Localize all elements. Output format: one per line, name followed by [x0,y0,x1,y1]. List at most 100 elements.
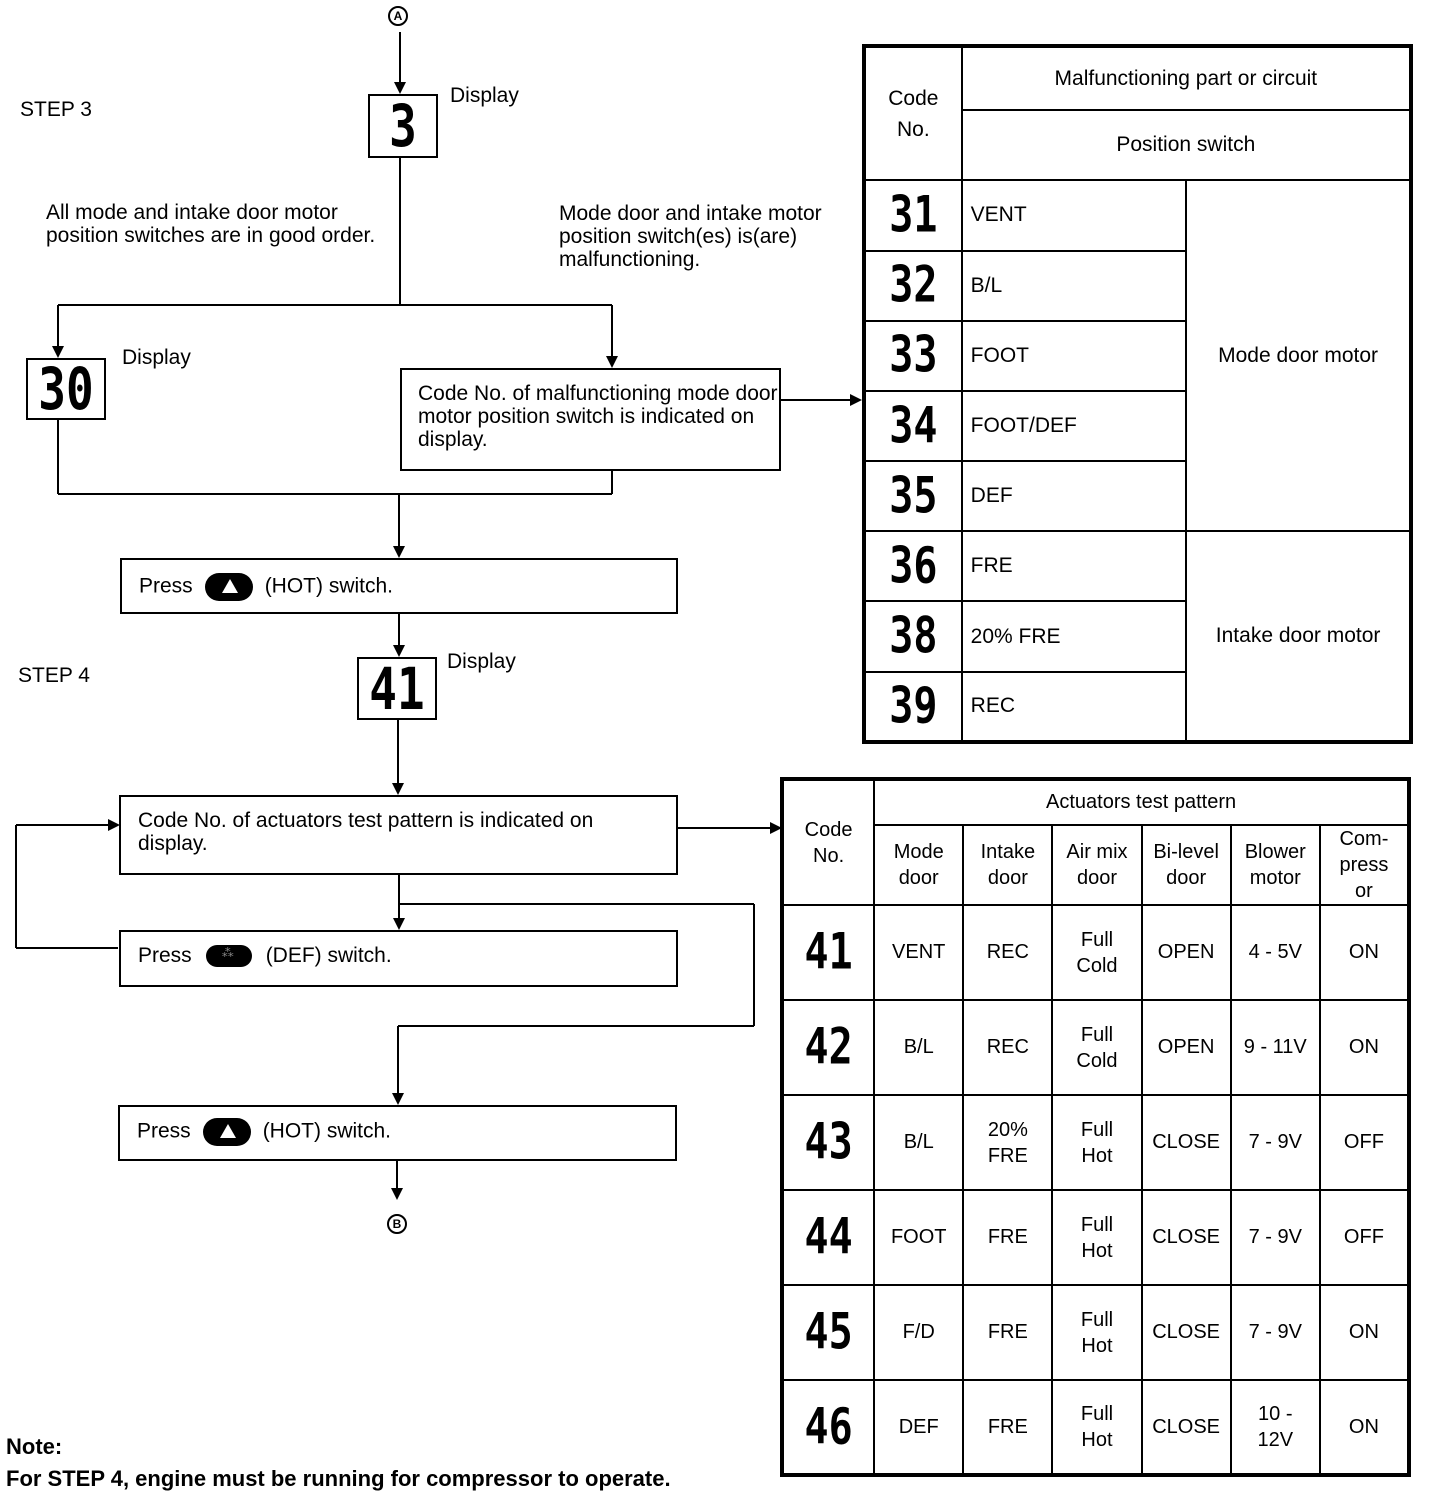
t2-cell: OPEN [1140,904,1232,1001]
t1-row-code: 36 [863,530,963,603]
malfunction-text: Mode door and intake motor position swit… [559,202,822,271]
display-3-label: Display [450,84,519,107]
press-def-prefix: Press [138,944,192,967]
t2-cell: CLOSE [1140,1284,1232,1381]
press-hot-2-prefix: Press [137,1119,191,1143]
t2-cell: CLOSE [1140,1094,1232,1191]
press-hot-1-suffix: (HOT) switch. [264,574,394,598]
t2-row-code: 45 [780,1284,876,1381]
t2-col-header: Blower motor [1229,824,1321,906]
press-def-box: Press (DEF) switch. [119,930,678,987]
t1-row-code: 31 [863,179,963,252]
t2-cell: VENT [873,904,965,1001]
t2-cell: 7 - 9V [1229,1094,1321,1191]
t2-col-header: Mode door [873,824,965,906]
t2-cell: REC [962,999,1054,1096]
display-41-label: Display [447,650,516,673]
t2-cell: Full Hot [1051,1284,1143,1381]
display-30-label: Display [122,346,191,369]
press-def-text: Press (DEF) switch. [138,944,392,968]
t2-col-header: Bi-level door [1140,824,1232,906]
display-3-value: 3 [389,92,417,160]
t2-cell: B/L [873,999,965,1096]
t2-cell: 4 - 5V [1229,904,1321,1001]
note-text: For STEP 4, engine must be running for c… [6,1466,671,1491]
press-hot-2-suffix: (HOT) switch. [262,1119,392,1143]
t1-group-intake: Intake door motor [1185,530,1412,743]
t2-cell: CLOSE [1140,1189,1232,1286]
terminal-a: A [388,6,408,26]
press-hot-box-1: Press (HOT) switch. [120,558,678,614]
press-hot-text-1: Press (HOT) switch. [139,573,393,601]
display-41: 41 [357,657,437,720]
display-30-value: 30 [38,355,94,423]
t2-cell: FRE [962,1189,1054,1286]
code-indicated-text: Code No. of malfunctioning mode door mot… [418,382,778,451]
t2-cell: F/D [873,1284,965,1381]
actuator-code-box: Code No. of actuators test pattern is in… [119,795,678,875]
t2-cell: OFF [1318,1189,1411,1286]
t2-cell: Full Hot [1051,1189,1143,1286]
t2-cell: 7 - 9V [1229,1284,1321,1381]
t1-row-code: 38 [863,600,963,673]
t2-code-header: Code No. [780,778,876,906]
t1-row-code: 34 [863,389,963,463]
t2-header-top: Actuators test pattern [873,778,1410,826]
t1-row-name: FRE [960,530,1188,603]
display-41-value: 41 [369,654,425,723]
def-switch-icon[interactable] [205,945,252,968]
t1-group-mode: Mode door motor [1185,179,1412,533]
t1-header-sub: Position switch [960,109,1413,182]
hot-switch-icon-2[interactable] [202,1118,251,1146]
hot-switch-icon[interactable] [204,573,253,601]
press-def-suffix: (DEF) switch. [265,944,392,967]
good-order-text: All mode and intake door motor position … [46,201,376,247]
t1-row-name: DEF [960,460,1188,533]
t2-cell: 10 - 12V [1229,1379,1321,1476]
step4-label: STEP 4 [18,664,90,687]
t2-cell: FOOT [873,1189,965,1286]
t2-cell: 7 - 9V [1229,1189,1321,1286]
t2-col-header: Air mix door [1051,824,1143,906]
t2-row-code: 42 [780,999,876,1096]
display-3: 3 [368,94,438,158]
t2-cell: ON [1318,1284,1411,1381]
note-title: Note: [6,1434,63,1459]
t2-cell: FRE [962,1284,1054,1381]
t2-cell: Full Hot [1051,1094,1143,1191]
t1-row-name: FOOT [960,319,1188,392]
t1-row-code: 35 [863,460,963,533]
position-switch-table: Code No. Malfunctioning part or circuit … [862,44,1413,744]
t1-row-name: VENT [960,179,1188,252]
press-hot-1-prefix: Press [139,574,193,598]
t1-row-name: B/L [960,249,1188,322]
code-indicated-box: Code No. of malfunctioning mode door mot… [400,368,781,471]
t2-row-code: 44 [780,1189,876,1286]
t2-cell: ON [1318,1379,1411,1476]
t1-code-header: Code No. [863,44,963,182]
t2-row-code: 43 [780,1094,876,1191]
press-hot-box-2: Press (HOT) switch. [118,1105,677,1161]
t1-row-name: REC [960,670,1188,744]
t2-cell: FRE [962,1379,1054,1476]
t2-cell: DEF [873,1379,965,1476]
t1-row-code: 33 [863,319,963,392]
t2-cell: OFF [1318,1094,1411,1191]
t2-cell: Full Cold [1051,999,1143,1096]
t2-cell: ON [1318,999,1411,1096]
t2-cell: CLOSE [1140,1379,1232,1476]
t1-row-name: FOOT/DEF [960,389,1188,463]
display-30: 30 [26,358,106,420]
terminal-b: B [387,1214,407,1234]
t2-row-code: 41 [780,904,876,1001]
actuator-test-table: Code No. Actuators test pattern Mode doo… [780,777,1411,1477]
t1-row-name: 20% FRE [960,600,1188,673]
t1-row-code: 32 [863,249,963,322]
t2-cell: 9 - 11V [1229,999,1321,1096]
t2-col-header: Com-pressor [1318,824,1411,906]
t2-cell: B/L [873,1094,965,1191]
t2-col-header: Intake door [962,824,1054,906]
t2-cell: Full Hot [1051,1379,1143,1476]
t2-cell: Full Cold [1051,904,1143,1001]
